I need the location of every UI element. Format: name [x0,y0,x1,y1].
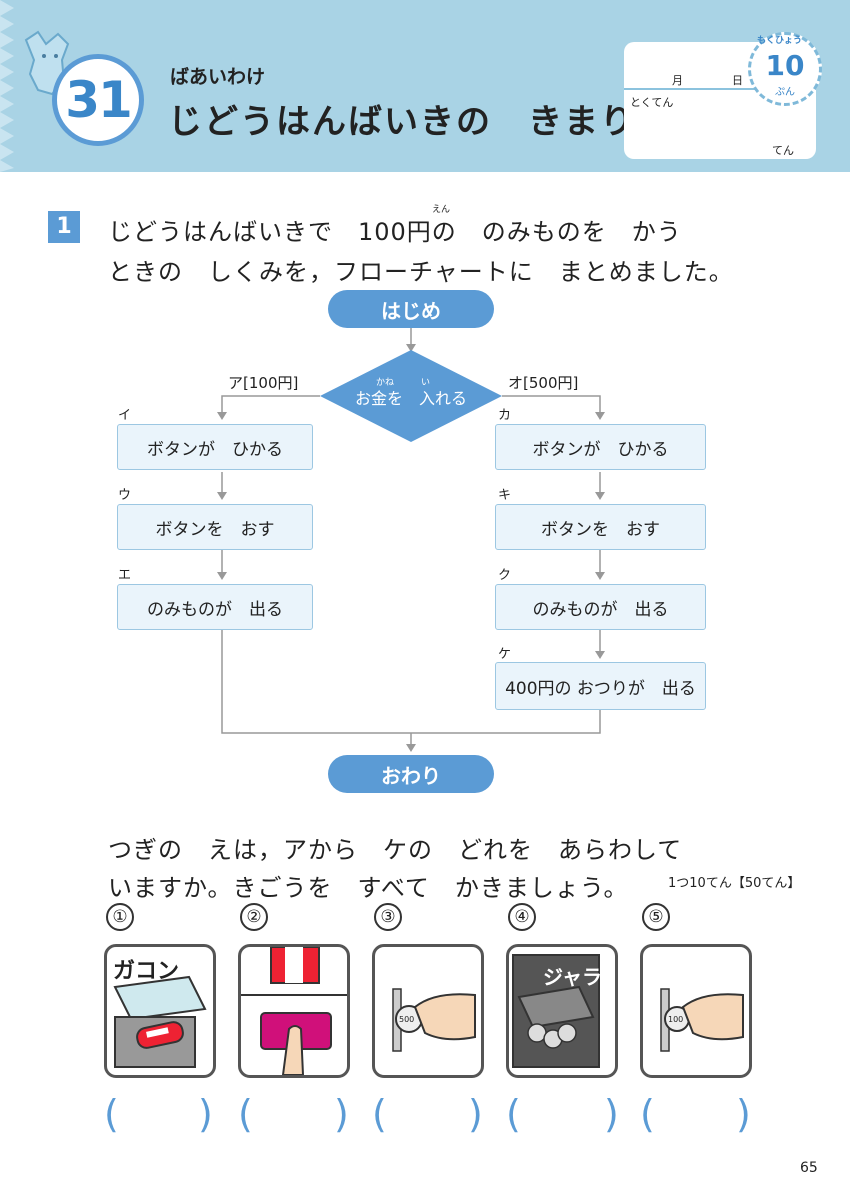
item-number: ③ [374,903,402,931]
ruby-en: えん [432,205,451,215]
picture-change-out: ジャラ [506,944,618,1078]
coin-100-label: 100 [668,1015,684,1024]
problem-line-1: じどうはんばいきで 100円の のみものを かう [108,218,682,246]
question-line-1: つぎの えは，アから ケの どれを あらわして [108,836,683,864]
problem-line-2: ときの しくみを，フローチャートに まとめました。 [108,258,734,286]
picture-insert-500: 500 [372,944,484,1078]
problem-number-badge: 1 [48,211,80,243]
timer-value: 10 [765,49,805,82]
lesson-title: じどうはんばいきの きまり [168,102,636,142]
answer-paren-close: ) [736,1092,751,1136]
right-branch-label: オ[500円] [508,374,579,392]
flow-step-box: ボタンが ひかる [117,424,313,470]
lesson-subtitle: ばあいわけ [170,66,266,88]
flow-step-box: ボタンを おす [117,504,313,550]
flow-step-box: 400円の おつりが 出る [495,662,706,710]
left-branch-label: ア[100円] [228,374,299,392]
answer-paren-open: ( [506,1092,521,1136]
item-number: ④ [508,903,536,931]
flow-step-box: のみものが 出る [495,584,706,630]
step-label: エ [118,568,132,583]
points-note: 1つ10てん【50てん】 [668,876,801,891]
lesson-number: 31 [52,54,144,146]
coin-500-label: 500 [399,1015,415,1024]
answer-paren-open: ( [104,1092,119,1136]
item-number: ② [240,903,268,931]
step-label: ケ [498,647,512,662]
flow-step-box: ボタンを おす [495,504,706,550]
timer-label: もくひょう [757,36,803,46]
answer-paren-open: ( [238,1092,253,1136]
step-label: カ [498,408,512,423]
score-label: とくてん [630,96,674,109]
answer-paren-close: ) [468,1092,483,1136]
answer-paren-open: ( [640,1092,655,1136]
points-label: てん [772,144,794,157]
zigzag-decoration [0,0,14,172]
timer-unit: ぷん [775,87,795,98]
step-label: キ [498,488,512,503]
item-number: ① [106,903,134,931]
month-label: 月 [672,74,683,87]
step-label: ウ [118,488,132,503]
flow-step-box: ボタンが ひかる [495,424,706,470]
page-number: 65 [800,1160,818,1176]
page-header: 31 ばあいわけ じどうはんばいきの きまり 月 日 とくてん てん もくひょう… [0,0,850,172]
answer-paren-open: ( [372,1092,387,1136]
answer-paren-close: ) [334,1092,349,1136]
flow-end: おわり [328,755,494,793]
decision-text: お金を 入れる [354,389,467,408]
ruby-kane: かね [376,378,395,388]
step-label: イ [118,408,132,423]
day-label: 日 [732,74,743,87]
item-number: ⑤ [642,903,670,931]
picture-press-button [238,944,350,1078]
score-divider [624,88,816,90]
question-line-2: いますか。きごうを すべて かきましょう。 [108,874,629,902]
sfx-text: ジャラ [543,965,602,989]
sfx-text: ガコン [113,959,180,984]
answer-paren-close: ) [198,1092,213,1136]
flow-start: はじめ [328,290,494,328]
flow-step-box: のみものが 出る [117,584,313,630]
target-time-badge: もくひょう 10 ぷん [748,32,822,106]
picture-drink-out: ガコン [104,944,216,1078]
step-label: ク [498,568,512,583]
picture-insert-100: 100 [640,944,752,1078]
ruby-i: い [421,378,431,388]
answer-paren-close: ) [604,1092,619,1136]
